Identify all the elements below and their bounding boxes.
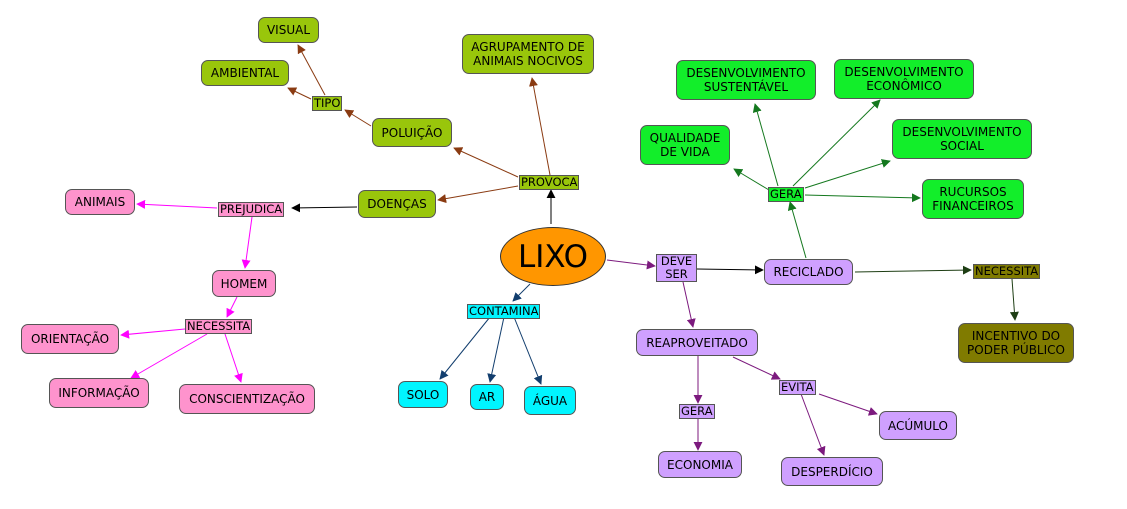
link-evita: EVITA — [779, 380, 816, 395]
center-node-lixo: LIXO — [500, 227, 606, 286]
arrow-contamina-solo — [439, 316, 491, 380]
link-gera-top: GERA — [768, 187, 804, 202]
arrow-prejudica-homem — [241, 216, 253, 269]
link-contamina: CONTAMINA — [467, 304, 541, 319]
link-prejudica: PREJUDICA — [218, 202, 285, 217]
node-informacao: INFORMAÇÃO — [49, 378, 149, 408]
arrow-tipo-visual — [297, 44, 326, 96]
arrow-gera-qualidade — [733, 168, 770, 191]
node-conscientizacao: CONSCIENTIZAÇÃO — [179, 384, 315, 414]
arrow-gera-recursos — [804, 193, 921, 203]
arrow-gera-dev-economico — [792, 99, 881, 187]
arrow-gera-dev-sustentavel — [752, 103, 779, 187]
node-ar: AR — [470, 384, 504, 410]
arrow-necessita-incentivo — [1009, 278, 1019, 321]
arrow-contamina-ar — [487, 316, 505, 383]
node-ambiental: AMBIENTAL — [201, 60, 289, 86]
arrow-reaproveitado-evita — [732, 356, 781, 380]
node-dev-social: DESENVOLVIMENTO SOCIAL — [892, 119, 1032, 159]
link-necessita-left: NECESSITA — [185, 319, 253, 334]
arrow-provoca-agrupamento — [529, 77, 551, 176]
arrow-necessita-informacao — [130, 333, 208, 379]
arrow-evita-desperdicio — [800, 393, 826, 456]
node-dev-economico: DESENVOLVIMENTO ECONÔMICO — [834, 59, 974, 99]
arrow-necessita-conscientizacao — [224, 333, 243, 383]
arrow-provoca-doencas — [437, 185, 519, 204]
arrow-provoca-poluicao — [453, 147, 519, 178]
arrow-contamina-agua — [513, 316, 543, 385]
arrow-poluicao-tipo — [344, 109, 372, 127]
node-agua: ÁGUA — [524, 386, 576, 415]
node-qualidade: QUALIDADE DE VIDA — [640, 125, 730, 165]
arrow-necessita-orientacao — [120, 328, 186, 339]
node-solo: SOLO — [398, 381, 448, 408]
arrow-deveser-reaproveitado — [682, 281, 696, 328]
arrow-doencas-prejudica — [291, 203, 358, 213]
node-animais: ANIMAIS — [65, 189, 135, 215]
link-necessita-right: NECESSITA — [973, 264, 1041, 279]
arrow-deveser-reciclado — [696, 265, 764, 275]
link-deve-ser: DEVE SER — [656, 254, 697, 282]
node-incentivo: INCENTIVO DO PODER PÚBLICO — [958, 323, 1074, 363]
link-tipo: TIPO — [312, 96, 343, 111]
link-provoca: PROVOCA — [519, 175, 580, 190]
arrow-lixo-contamina — [512, 283, 531, 302]
arrow-prejudica-animais — [136, 199, 218, 209]
node-homem: HOMEM — [212, 270, 276, 297]
arrow-gera-dev-social — [804, 159, 891, 189]
node-acumulo: ACÚMULO — [879, 411, 957, 440]
link-gera-bottom: GERA — [679, 404, 715, 419]
arrow-reciclado-necessita — [854, 265, 972, 275]
arrow-lixo-deveser — [606, 259, 656, 270]
arrow-reciclado-gera — [787, 201, 807, 259]
node-agrupamento: AGRUPAMENTO DE ANIMAIS NOCIVOS — [462, 34, 594, 74]
node-desperdicio: DESPERDÍCIO — [781, 457, 883, 486]
arrow-tipo-ambiental — [287, 87, 312, 100]
arrow-evita-acumulo — [818, 393, 878, 416]
arrow-homem-necessita — [226, 296, 238, 318]
node-reciclado: RECICLADO — [764, 259, 853, 285]
node-dev-sustentavel: DESENVOLVIMENTO SUSTENTÁVEL — [676, 60, 816, 100]
node-recursos: RUCURSOS FINANCEIROS — [922, 179, 1024, 219]
node-orientacao: ORIENTAÇÃO — [21, 324, 119, 354]
node-visual: VISUAL — [258, 17, 319, 43]
node-poluicao: POLUIÇÃO — [372, 118, 452, 147]
node-economia: ECONOMIA — [658, 451, 742, 478]
node-doencas: DOENÇAS — [358, 190, 436, 218]
node-reaproveitado: REAPROVEITADO — [636, 329, 758, 356]
